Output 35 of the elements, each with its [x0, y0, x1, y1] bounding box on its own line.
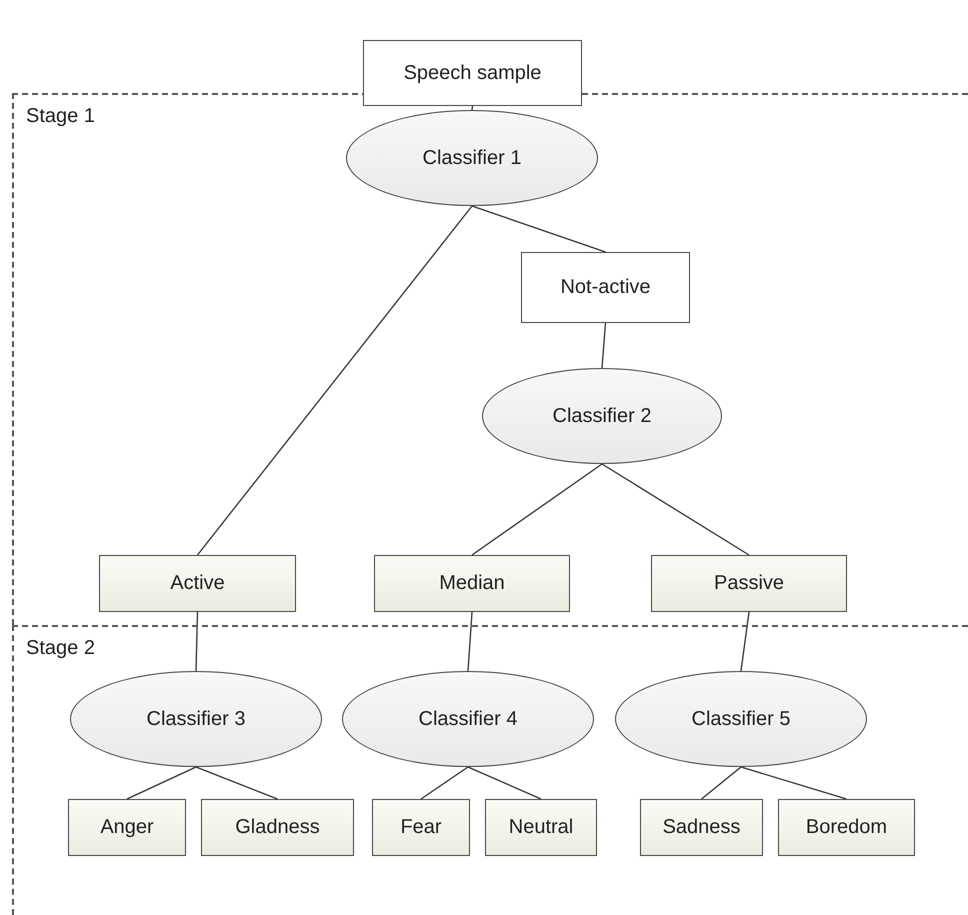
class-box: Anger	[68, 799, 186, 856]
class-box: Boredom	[778, 799, 915, 856]
class-box: Gladness	[201, 799, 354, 856]
classifier-ellipse: Classifier 2	[482, 368, 722, 464]
connector-line	[126, 766, 196, 800]
connector-line	[740, 766, 847, 800]
class-box: Sadness	[640, 799, 763, 856]
connector-line	[601, 322, 606, 368]
process-box: Not-active	[521, 252, 690, 323]
class-box: Fear	[372, 799, 470, 856]
stage-region	[12, 625, 968, 915]
classifier-ellipse: Classifier 3	[70, 671, 322, 767]
classifier-ellipse: Classifier 5	[615, 671, 867, 767]
classifier-ellipse: Classifier 1	[346, 110, 598, 206]
connector-line	[195, 612, 198, 672]
connector-line	[472, 463, 602, 556]
connector-line	[471, 106, 474, 110]
class-box: Passive	[651, 555, 847, 612]
connector-line	[196, 206, 473, 556]
stage-label: Stage 1	[26, 105, 95, 128]
stage-region	[12, 93, 968, 625]
stage-label: Stage 2	[26, 637, 95, 660]
connector-line	[468, 766, 542, 800]
class-box: Median	[374, 555, 570, 612]
connector-line	[420, 766, 468, 800]
connector-line	[467, 612, 473, 672]
process-box: Speech sample	[363, 40, 582, 106]
connector-line	[472, 205, 606, 253]
classifier-ellipse: Classifier 4	[342, 671, 594, 767]
connector-line	[196, 766, 278, 800]
class-box: Active	[99, 555, 296, 612]
class-box: Neutral	[485, 799, 597, 856]
connector-line	[701, 766, 742, 800]
connector-line	[602, 463, 750, 556]
connector-line	[740, 612, 750, 672]
